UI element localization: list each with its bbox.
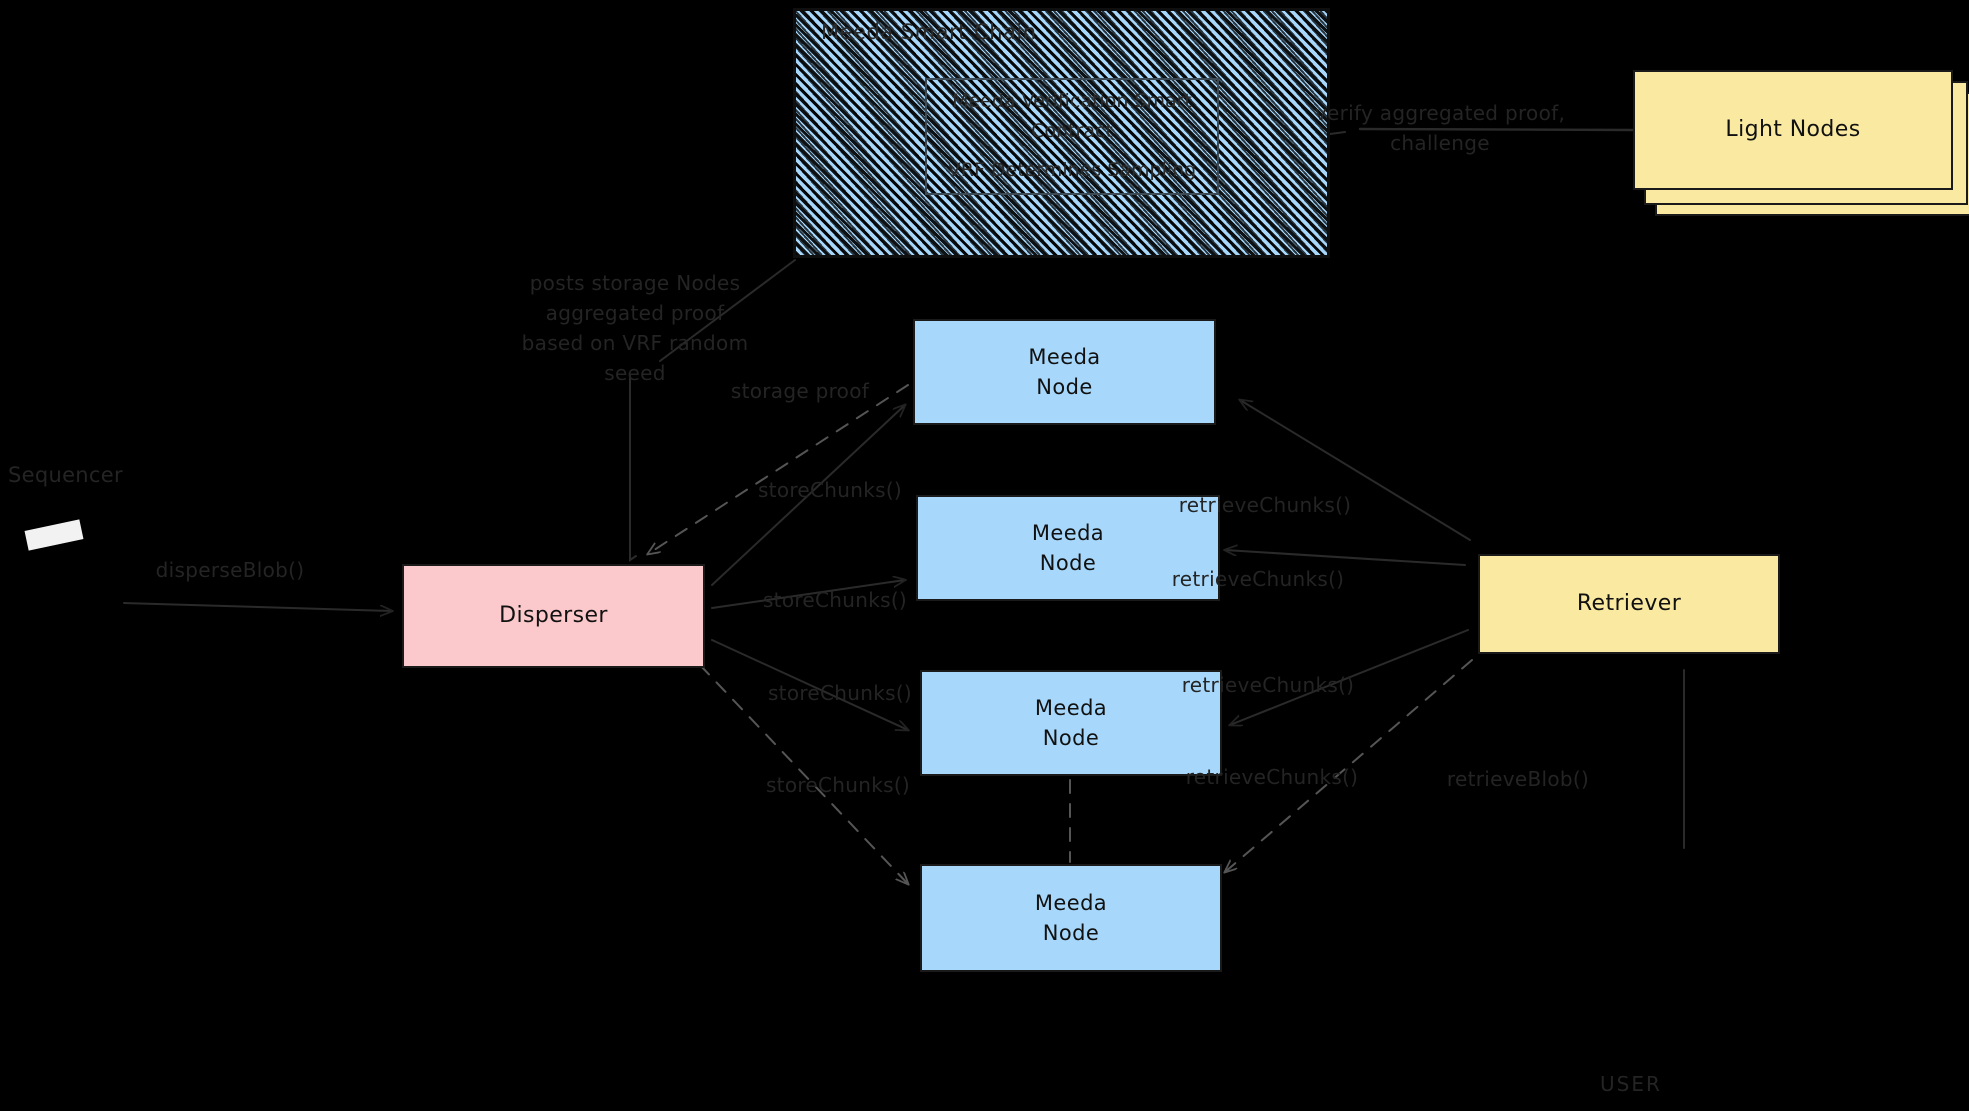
edge-label-retrieve-chunks-1: retrieveChunks(): [1178, 493, 1352, 517]
meeda-smart-chain-hatch: [793, 8, 1330, 258]
contract-line-3: VRF Determines Sampling: [947, 159, 1197, 182]
meeda-node-3[interactable]: Meeda Node: [920, 670, 1222, 776]
retriever-box[interactable]: Retriever: [1478, 554, 1780, 654]
meeda-node-1-line1: Meeda: [1028, 344, 1101, 369]
edge-label-retrieve-chunks-3: retrieveChunks(): [1181, 673, 1355, 697]
meeda-node-2-line1: Meeda: [1031, 520, 1105, 545]
edge-posts-proof-stem: [629, 374, 637, 562]
edge-label-posts-proof: posts storage Nodes aggregated proof bas…: [521, 271, 749, 385]
meeda-node-4-line2: Node: [1042, 921, 1100, 945]
meeda-smart-chain-title: Meeda Smart Chain: [821, 20, 1037, 44]
edge-retrieve-chunks-3: [1230, 629, 1469, 725]
edge-label-retrieve-chunks-2: retrieveChunks(): [1171, 567, 1345, 591]
light-nodes-box[interactable]: Light Nodes: [1633, 70, 1953, 190]
contract-line-1: Meeda Verification Smart: [952, 90, 1192, 113]
meeda-node-1-line2: Node: [1036, 375, 1093, 399]
edge-retrieve-chunks-4: [1225, 659, 1473, 872]
disperser-label: Disperser: [499, 603, 608, 629]
edge-store-chunks-4: [699, 664, 908, 884]
edge-store-chunks-2: [711, 580, 905, 609]
meeda-node-3-line2: Node: [1042, 726, 1100, 750]
edge-store-chunks-3: [711, 639, 908, 730]
meeda-verification-smart-contract: Meeda Verification Smart Contract VRF De…: [925, 78, 1219, 195]
light-nodes-group[interactable]: Light Nodes: [1633, 70, 1969, 216]
user-label: USER: [1600, 1072, 1662, 1096]
edge-retrieve-chunks-1: [1240, 400, 1471, 541]
edge-retrieve-chunks-2: [1225, 550, 1466, 566]
edge-label-retrieve-chunks-4: retrieveChunks(): [1185, 765, 1359, 789]
meeda-smart-chain: Meeda Smart Chain Meeda Verification Sma…: [793, 8, 1330, 258]
edge-label-retrieve-blob: retrieveBlob(): [1446, 767, 1590, 791]
edge-label-store-chunks-2: storeChunks(): [762, 588, 908, 612]
contract-line-2: Contract: [1031, 119, 1113, 142]
meeda-node-3-line1: Meeda: [1034, 695, 1108, 720]
light-nodes-label: Light Nodes: [1725, 117, 1861, 143]
edge-label-disperse-blob: disperseBlob(): [155, 558, 305, 582]
meeda-node-4-line1: Meeda: [1034, 890, 1108, 915]
edge-disperse-blob: [123, 602, 392, 611]
sequencer-label: Sequencer: [8, 463, 123, 487]
edge-label-store-chunks-3: storeChunks(): [767, 681, 913, 705]
edge-label-storage-proof: storage proof: [730, 379, 870, 403]
meeda-node-2-line2: Node: [1039, 551, 1097, 575]
edge-posts-proof-line: [659, 259, 796, 362]
meeda-node-2[interactable]: Meeda Node: [916, 495, 1220, 601]
edge-label-verify-aggregated: verify aggregated proof, challenge: [1314, 101, 1566, 155]
edge-storage-proof: [648, 384, 909, 554]
edge-store-chunks-1: [711, 405, 905, 586]
meeda-node-4[interactable]: Meeda Node: [920, 864, 1222, 972]
edge-label-store-chunks-1: storeChunks(): [757, 478, 903, 502]
edge-verify-aggregated: [1358, 127, 1635, 132]
retriever-label: Retriever: [1576, 591, 1682, 617]
meeda-node-1[interactable]: Meeda Node: [913, 319, 1216, 425]
edge-label-store-chunks-4: storeChunks(): [765, 773, 911, 797]
disperser-box[interactable]: Disperser: [402, 564, 705, 668]
